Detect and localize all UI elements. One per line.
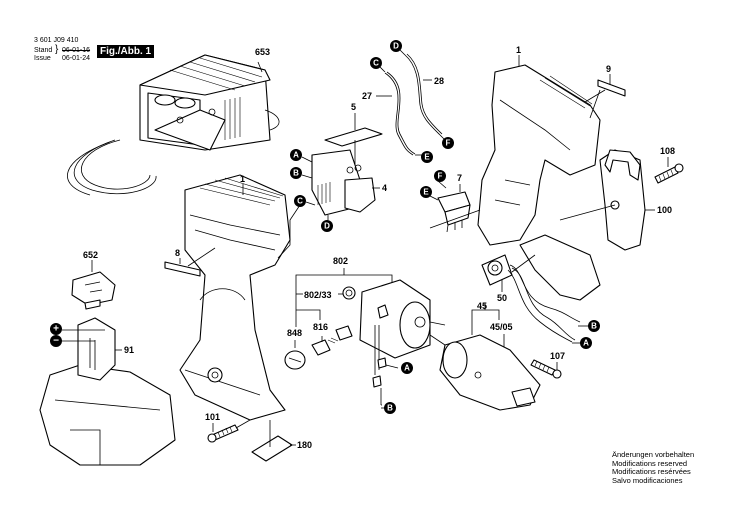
- note-en: Modifications reserved: [612, 458, 688, 468]
- badge-b-switch: [290, 167, 302, 179]
- badge-d-switch: [321, 220, 333, 232]
- note-es: Salvo modificaciones: [612, 475, 683, 485]
- badge-d-top: [390, 40, 402, 52]
- wire-28: [404, 54, 441, 136]
- badge-e-top: [421, 151, 433, 163]
- issue-label: Issue: [34, 55, 51, 62]
- label-5: 5: [351, 102, 356, 112]
- charger: [67, 54, 280, 196]
- screw-107: [530, 359, 562, 379]
- brush-cap: [284, 350, 306, 370]
- badge-e-connector: [420, 186, 432, 198]
- badge-e-connector-text: E: [423, 188, 429, 197]
- belt-clip: [599, 149, 646, 251]
- badge-f-top: [442, 137, 454, 149]
- badge-e-top-text: E: [424, 153, 430, 162]
- brush-holder: [311, 325, 353, 356]
- label-107: 107: [550, 351, 565, 361]
- label-45: 45: [477, 301, 487, 311]
- badge-minus: [50, 335, 62, 347]
- label-652: 652: [83, 250, 98, 260]
- label-101: 101: [205, 412, 220, 422]
- badge-d-top-text: D: [393, 42, 399, 51]
- screw-101: [207, 424, 239, 443]
- brace-glyph: }: [55, 44, 59, 55]
- badge-a-led-text: A: [583, 339, 589, 348]
- label-91: 91: [124, 345, 134, 355]
- motor: [359, 279, 446, 388]
- badge-b-switch-text: B: [293, 169, 299, 178]
- badge-c-top: [370, 57, 382, 69]
- label-8: 8: [175, 248, 180, 258]
- housing-right: [477, 64, 601, 246]
- label-100: 100: [657, 205, 672, 215]
- badge-c-top-text: C: [373, 59, 379, 68]
- badge-d-switch-text: D: [324, 222, 330, 231]
- label-plate-left: [164, 261, 201, 277]
- note-fr: Modifications resérvées: [612, 467, 691, 476]
- label-50: 50: [497, 293, 507, 303]
- label-27: 27: [362, 91, 372, 101]
- badge-a-switch: [290, 149, 302, 161]
- screw-108: [654, 163, 684, 184]
- note-de: Änderungen vorbehalten: [612, 450, 695, 459]
- label-housing-left: 1: [240, 174, 245, 184]
- nameplate: [251, 435, 293, 462]
- label-7: 7: [457, 173, 462, 183]
- badge-c-switch: [294, 195, 306, 207]
- label-housing-right: 1: [516, 45, 521, 55]
- badge-b-motor-text: B: [387, 404, 393, 413]
- gear-housing: [439, 334, 541, 411]
- footer-notes: Änderungen vorbehalten Modifications res…: [612, 450, 695, 485]
- label-28: 28: [434, 76, 444, 86]
- housing-left: [179, 174, 291, 421]
- badge-b-motor: [384, 402, 396, 414]
- label-848: 848: [287, 328, 302, 338]
- label-charger: 653: [255, 47, 270, 57]
- battery: [39, 317, 176, 466]
- switch: [311, 149, 376, 216]
- badge-plus: [50, 323, 62, 335]
- led-module: [481, 254, 581, 343]
- badge-a-motor-text: A: [404, 364, 410, 373]
- battery-cap: [71, 271, 116, 310]
- badge-a-switch-text: A: [293, 151, 299, 160]
- label-plate-right: [597, 79, 626, 97]
- badge-c-switch-text: C: [297, 197, 303, 206]
- label-108: 108: [660, 146, 675, 156]
- badge-b-led: [588, 320, 600, 332]
- label-45-05: 45/05: [490, 322, 513, 332]
- connector: [437, 191, 471, 233]
- badge-f-top-text: F: [446, 139, 451, 148]
- label-816: 816: [313, 322, 328, 332]
- badge-plus-text: +: [53, 324, 59, 335]
- badge-b-led-text: B: [591, 322, 597, 331]
- stand-label: Stand: [34, 47, 53, 54]
- issue-date: 06-01-24: [62, 55, 91, 62]
- label-4: 4: [382, 183, 387, 193]
- stand-date: 06-01-16: [62, 47, 91, 54]
- badge-f-connector-text: F: [438, 172, 443, 181]
- label-802-33: 802/33: [304, 290, 332, 300]
- handle-grip: [519, 234, 601, 301]
- part-number: 3 601 J09 410: [34, 37, 79, 44]
- label-180: 180: [297, 440, 312, 450]
- wire-27: [384, 72, 414, 156]
- badge-minus-text: −: [53, 336, 59, 347]
- bracket-45: [471, 309, 500, 335]
- figure-label: Fig./Abb. 1: [97, 45, 155, 58]
- motor-ring: [342, 286, 356, 300]
- label-9: 9: [606, 64, 611, 74]
- badge-a-motor: [401, 362, 413, 374]
- label-802: 802: [333, 256, 348, 266]
- badge-a-led: [580, 337, 592, 349]
- switch-cover: [324, 127, 383, 147]
- badge-f-connector: [434, 170, 446, 182]
